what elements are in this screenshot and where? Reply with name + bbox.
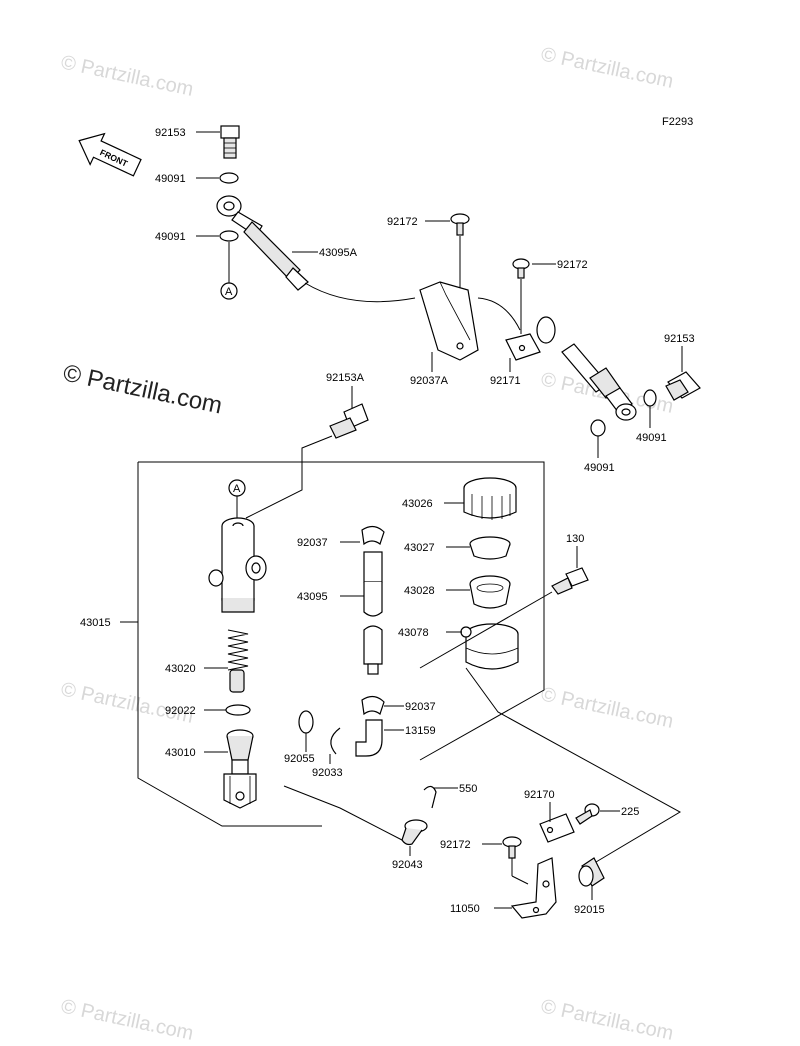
brake-hose-icon [561,343,637,421]
part-label-49091: 49091 [636,432,667,444]
hose-clamp-icon [361,525,385,546]
collar-icon [578,857,605,887]
part-label-49091: 49091 [155,173,186,185]
washer-icon [219,230,239,242]
part-label-92043: 92043 [392,859,423,871]
reservoir-plate-icon [469,536,511,560]
brake-hose-icon [216,195,416,303]
front-arrow-icon: FRONT [78,132,142,177]
part-label-92037: 92037 [297,537,328,549]
cable-clamp-icon [539,813,575,843]
washer-icon [219,172,239,184]
part-label-92171: 92171 [490,375,521,387]
diaphragm-icon [469,575,511,609]
part-label-11050: 11050 [450,903,480,915]
part-label-13159: 13159 [405,725,436,737]
part-label-43095A: 43095A [319,247,358,259]
part-label-43027: 43027 [404,542,435,554]
banjo-bolt-icon [665,371,701,401]
cotter-pin-icon [423,785,437,809]
watermark: © Partzilla.com [61,359,225,419]
part-label-43015: 43015 [80,617,111,629]
part-label-43095: 43095 [297,591,328,603]
reservoir-hose-icon [363,551,383,675]
mounting-bracket-icon [510,857,557,919]
banjo-bolt-icon [329,403,369,439]
part-label-92153A: 92153A [326,372,365,384]
part-label-550: 550 [459,783,477,795]
part-label-92022: 92022 [165,705,196,717]
hose-bracket-icon [419,281,521,361]
watermark-faint: © Partzilla.com [539,995,675,1045]
screw-icon [512,258,530,279]
watermark-faint: © Partzilla.com [59,51,195,101]
screw-icon [575,803,600,825]
o-ring-icon [298,710,314,734]
part-label-130: 130 [566,533,584,545]
part-label-92015: 92015 [574,904,605,916]
part-label-92055: 92055 [284,753,315,765]
part-label-92172: 92172 [557,259,588,271]
part-label-49091: 49091 [584,462,615,474]
push-rod-icon [223,729,257,809]
reservoir-cap-icon [463,477,517,520]
reservoir-icon [460,623,519,670]
bolt-icon [551,567,589,595]
hose-clamp-icon [361,695,385,716]
spring-icon [227,629,249,693]
master-cylinder-icon [208,517,267,613]
watermark-faint: © Partzilla.com [539,683,675,733]
part-label-92153: 92153 [664,333,695,345]
washer-icon [590,419,606,437]
part-label-92172: 92172 [387,216,418,228]
washer-icon [643,389,657,407]
banjo-bolt-icon [220,125,240,159]
part-label-92033: 92033 [312,767,343,779]
callout-a: A [225,286,233,298]
clevis-pin-icon [401,819,428,846]
screw-icon [450,213,470,236]
part-label-92170: 92170 [524,789,555,801]
hose-clamp-icon [505,316,556,361]
watermark-faint: © Partzilla.com [59,995,195,1045]
circlip-icon [330,727,341,755]
part-label-43026: 43026 [402,498,433,510]
screw-icon [502,836,522,859]
part-label-92172: 92172 [440,839,471,851]
part-label-43028: 43028 [404,585,435,597]
circlip-icon [225,704,251,716]
callout-a: A [233,483,241,495]
part-label-92153: 92153 [155,127,186,139]
part-label-49091: 49091 [155,231,186,243]
figure-code: F2293 [662,116,693,128]
part-label-225: 225 [621,806,639,818]
watermark-faint: © Partzilla.com [59,678,195,728]
hose-elbow-icon [355,719,383,757]
callout-circle [220,282,238,300]
part-label-92037: 92037 [405,701,436,713]
part-label-43020: 43020 [165,663,196,675]
part-label-43078: 43078 [398,627,429,639]
watermark-faint: © Partzilla.com [539,43,675,93]
part-label-92037A: 92037A [410,375,449,387]
part-label-43010: 43010 [165,747,196,759]
